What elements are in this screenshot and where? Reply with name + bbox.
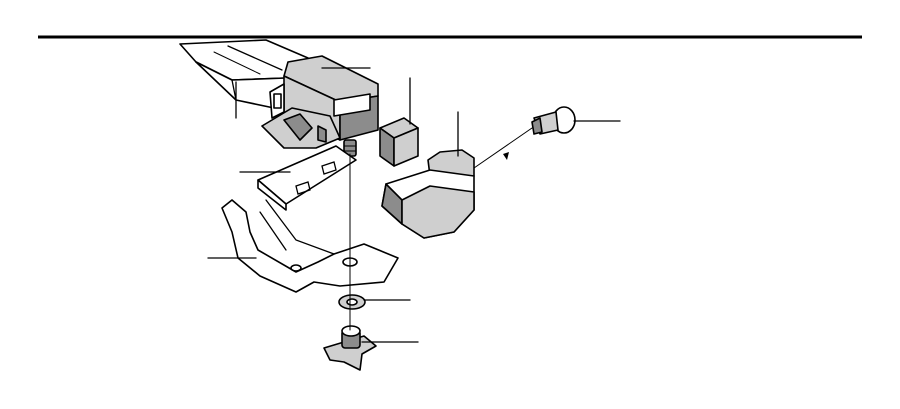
star-knob: [323, 325, 377, 371]
end-cap: [381, 149, 475, 239]
clamp-bolt: [343, 139, 357, 157]
leader-bar-top: [227, 45, 283, 71]
upper-plate: [257, 145, 357, 211]
push-rivet: [503, 106, 576, 160]
lower-bracket: [221, 199, 399, 293]
rubber-pad: [379, 117, 419, 167]
washer: [338, 294, 366, 310]
bar-foot: [261, 107, 341, 149]
rivet-axis: [473, 127, 533, 169]
